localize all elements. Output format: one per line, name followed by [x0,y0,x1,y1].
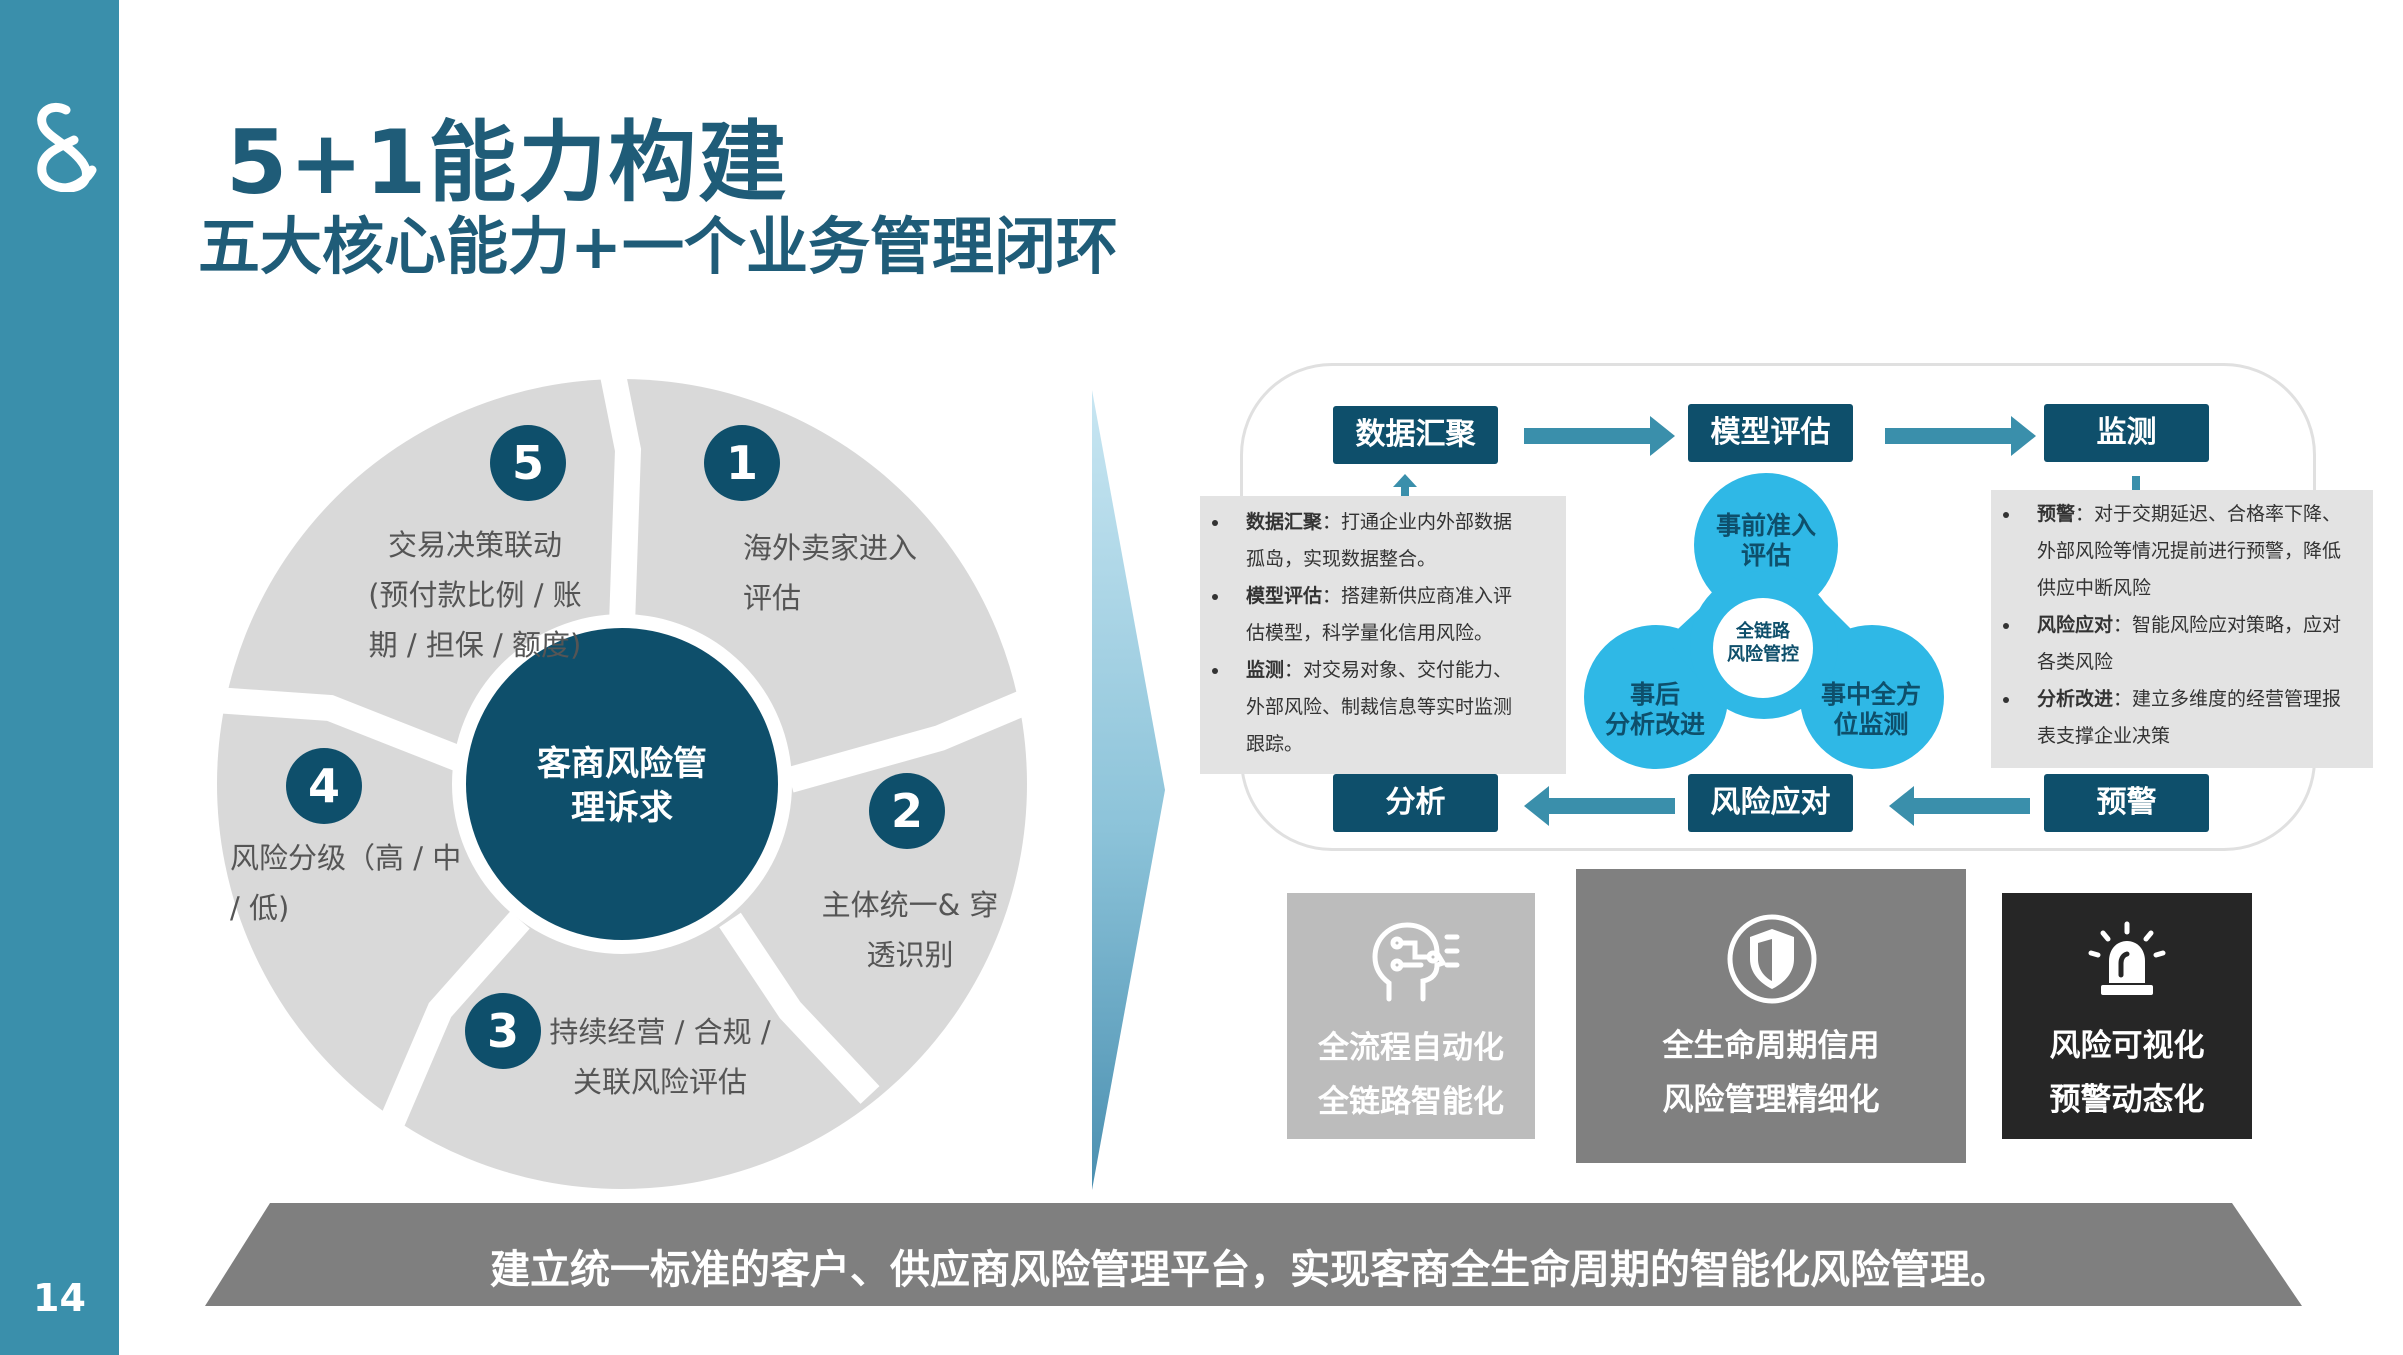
segment-5-text: 交易决策联动 (预付款比例 / 账 期 / 担保 / 额度) [368,528,582,662]
card-line: 预警动态化 [2049,1082,2205,1118]
trefoil-center-label: 全链路风险管控 [1727,621,1799,665]
trefoil-right-label: 事中全方位监测 [1820,680,1921,739]
card-line: 风险可视化 [2049,1028,2205,1064]
segment-2-badge: 2 [869,773,945,849]
page-title: 5+1能力构建 [226,111,789,214]
page-number: 14 [33,1276,86,1320]
segment-4-badge: 4 [286,748,362,824]
segment-1-text: 海外卖家进入 评估 [743,531,918,615]
box-analysis: 分析 [1333,774,1498,832]
trefoil-top-label: 事前准入评估 [1715,511,1816,570]
box-monitoring: 监测 [2044,404,2209,462]
box-model-evaluation: 模型评估 [1688,404,1853,462]
card-line: 全链路智能化 [1318,1084,1504,1120]
card-line: 全流程自动化 [1318,1030,1504,1066]
segment-2-text: 主体统一& 穿 透识别 [821,888,999,972]
segment-5-badge: 5 [490,425,566,501]
separator-chevron [1092,390,1165,1190]
card-automation: 全流程自动化 全链路智能化 [1287,893,1535,1139]
shield-icon [1727,914,1817,1004]
ring-center-circle [466,628,778,940]
page-subtitle: 五大核心能力+一个业务管理闭环 [198,210,1118,283]
card-lifecycle: 全生命周期信用 风险管理精细化 [1576,869,1966,1163]
alarm-icon [2088,921,2166,995]
box-risk-response: 风险应对 [1688,774,1853,832]
ring-dividers [214,367,1036,1156]
center-label: 客商风险管 理诉求 [537,744,707,828]
segment-1-badge: 1 [704,425,780,501]
box-warning: 预警 [2044,774,2209,832]
brand-logo-icon [37,102,97,192]
ai-head-icon [1372,922,1460,1002]
segment-4-text: 风险分级（高 / 中 / 低) [230,841,462,925]
trefoil-left-label: 事后分析改进 [1604,680,1705,739]
segment-3-text: 持续经营 / 合规 / 关联风险评估 [549,1015,771,1099]
box-data-aggregation: 数据汇聚 [1333,406,1498,464]
segment-3-badge: 3 [465,993,541,1069]
card-visualization: 风险可视化 预警动态化 [2002,893,2252,1139]
card-line: 风险管理精细化 [1662,1082,1880,1118]
left-sidebar [0,0,119,1355]
card-line: 全生命周期信用 [1662,1028,1880,1064]
bottom-banner-text: 建立统一标准的客户、供应商风险管理平台，实现客商全生命周期的智能化风险管理。 [490,1247,2010,1293]
